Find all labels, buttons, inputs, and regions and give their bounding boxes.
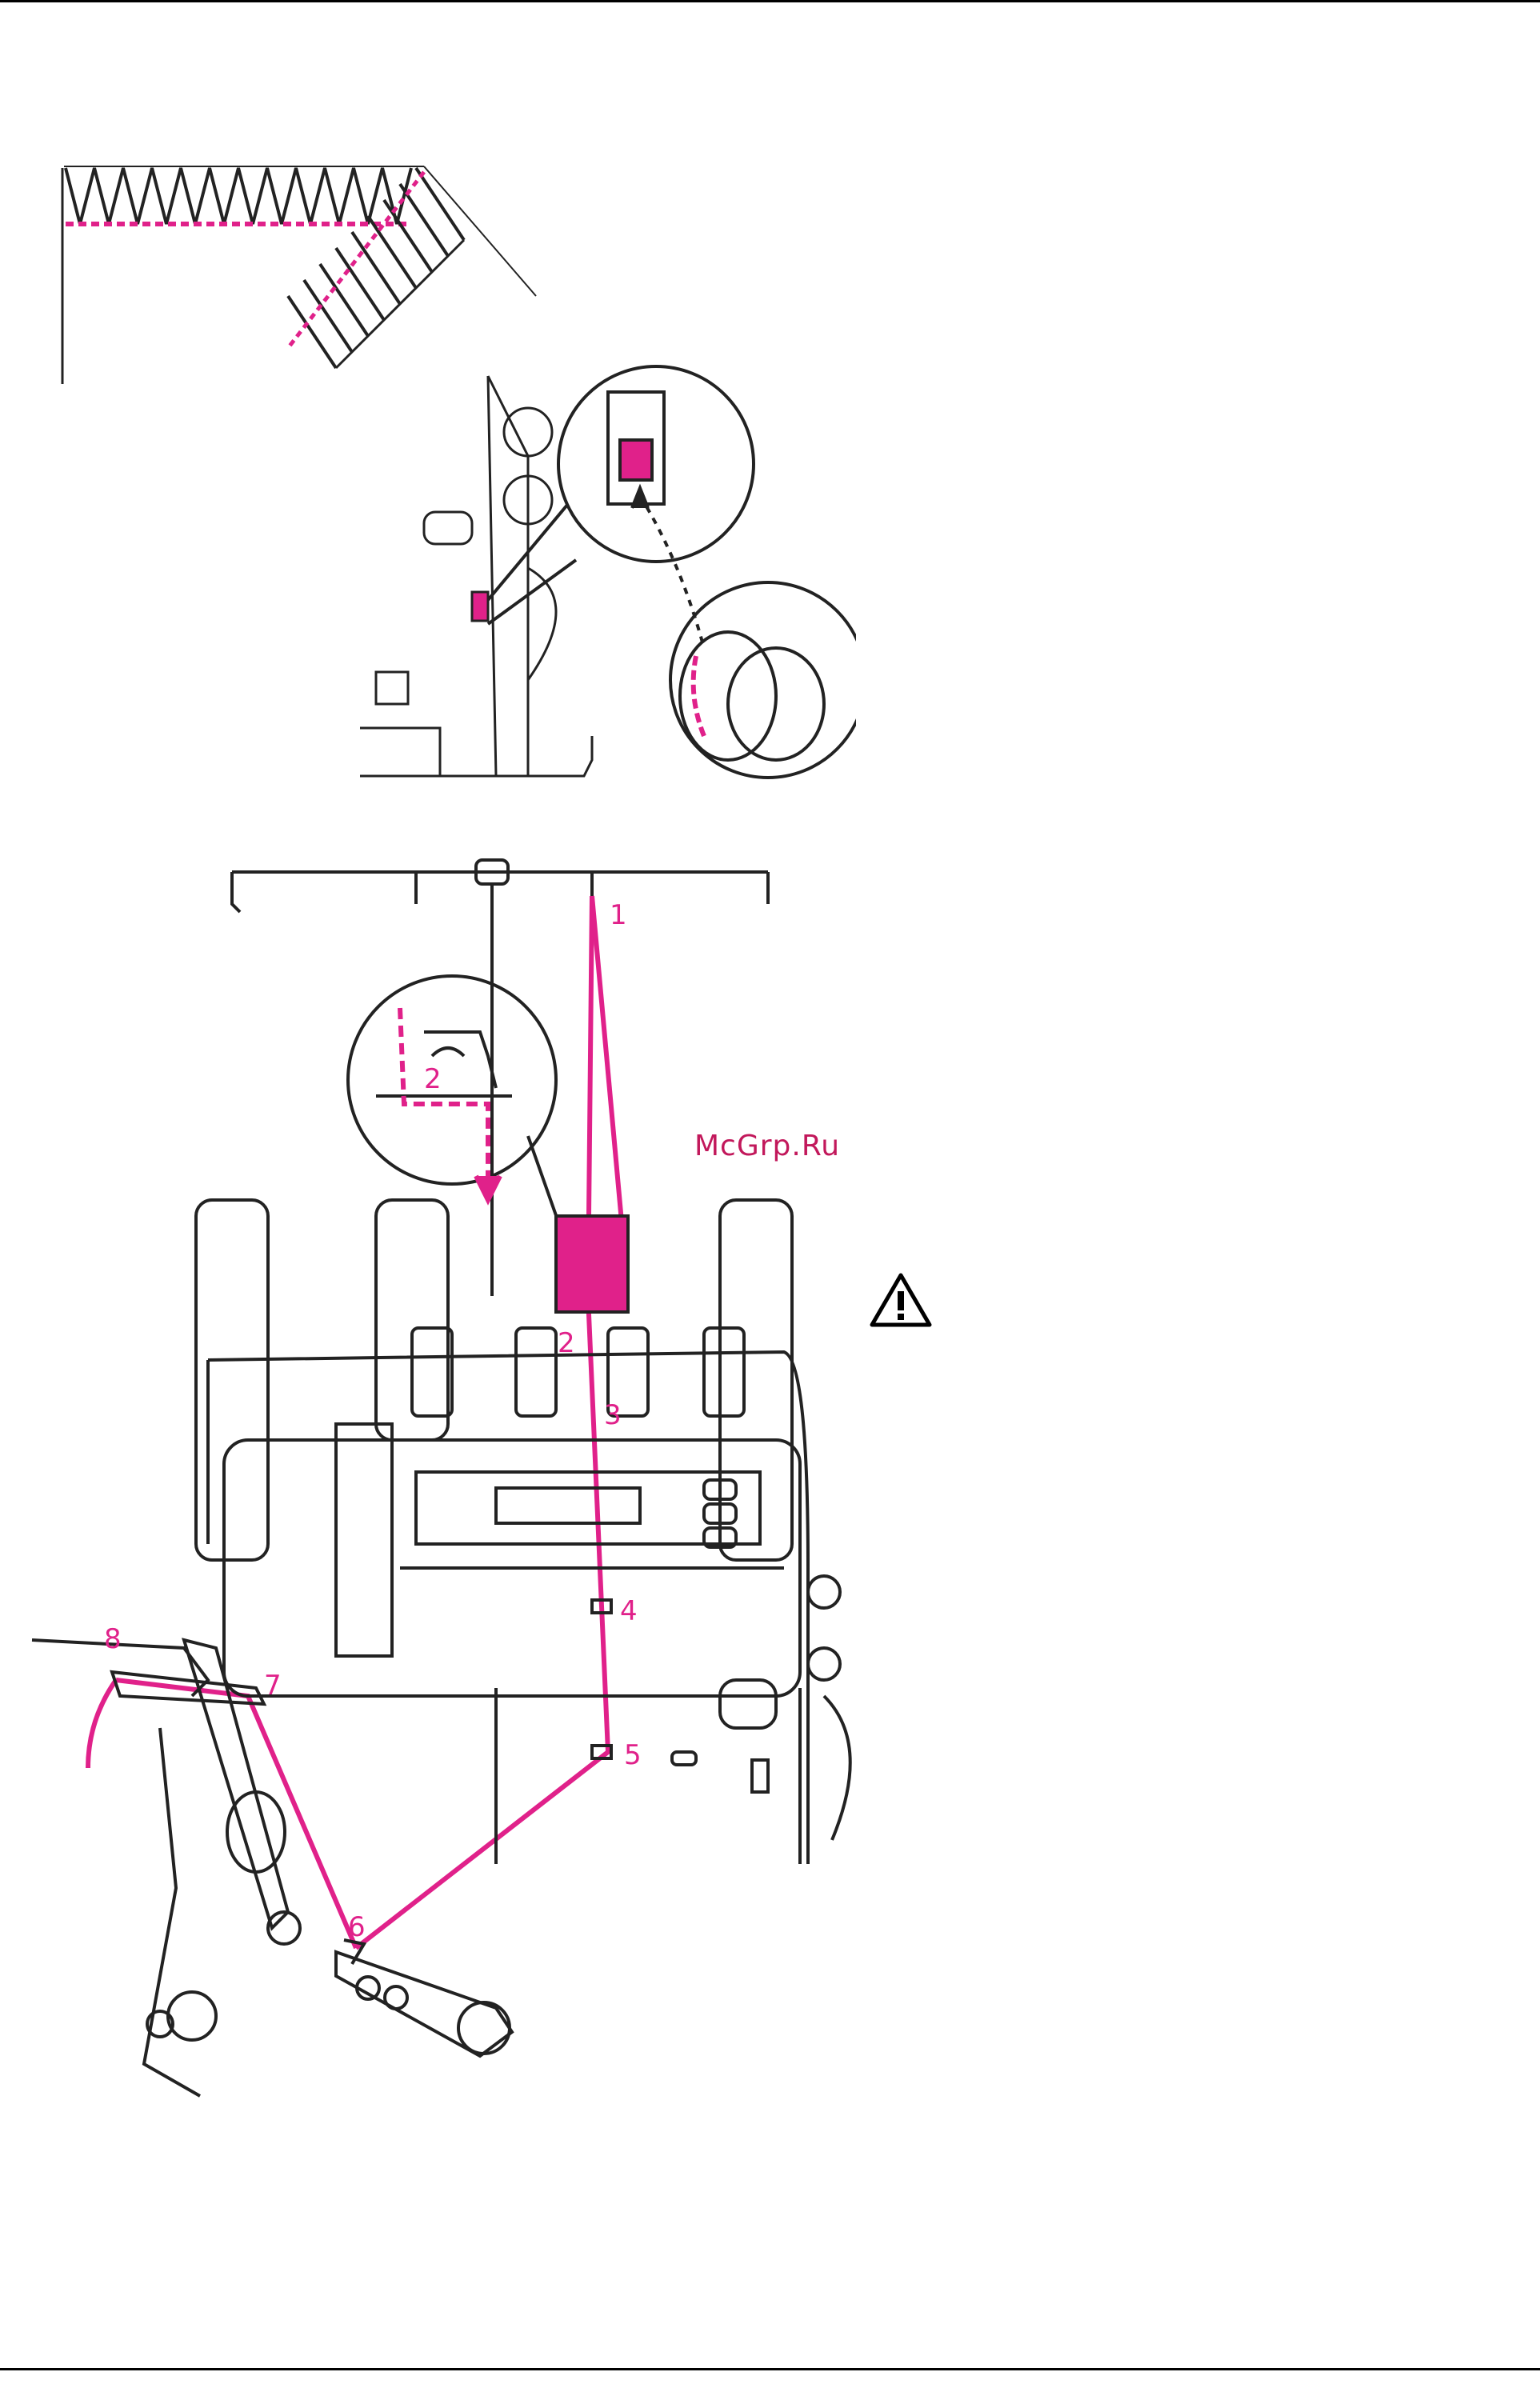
thread-stand <box>232 860 768 1296</box>
thread-guide-magnifier <box>348 976 576 1272</box>
bottom-rule <box>0 2368 1540 2370</box>
step-label-8: 8 <box>104 1623 122 1655</box>
warning-triangle-icon <box>869 1272 933 1328</box>
step-label-6: 6 <box>348 1911 366 1943</box>
threading-path-figure: 1 2 2 3 4 5 6 7 8 <box>0 848 880 2128</box>
watermark-text: McGrp.Ru <box>694 1130 840 1162</box>
dial-setting-figure <box>344 360 856 800</box>
magnifier-dial <box>632 488 856 778</box>
step-label-3: 3 <box>604 1399 622 1431</box>
step-label-1: 1 <box>610 899 627 931</box>
step-label-5: 5 <box>624 1739 642 1771</box>
stitch-row-horizontal <box>66 168 411 224</box>
step-label-2: 2 <box>558 1327 575 1359</box>
machine-body <box>196 1200 850 1864</box>
looper-assembly <box>32 1640 512 2096</box>
step-label-2-detail: 2 <box>424 1063 442 1095</box>
top-rule <box>0 0 1540 2</box>
stitch-sample-figure <box>48 152 544 392</box>
step-label-4: 4 <box>620 1595 638 1627</box>
step-label-7: 7 <box>264 1670 282 1702</box>
